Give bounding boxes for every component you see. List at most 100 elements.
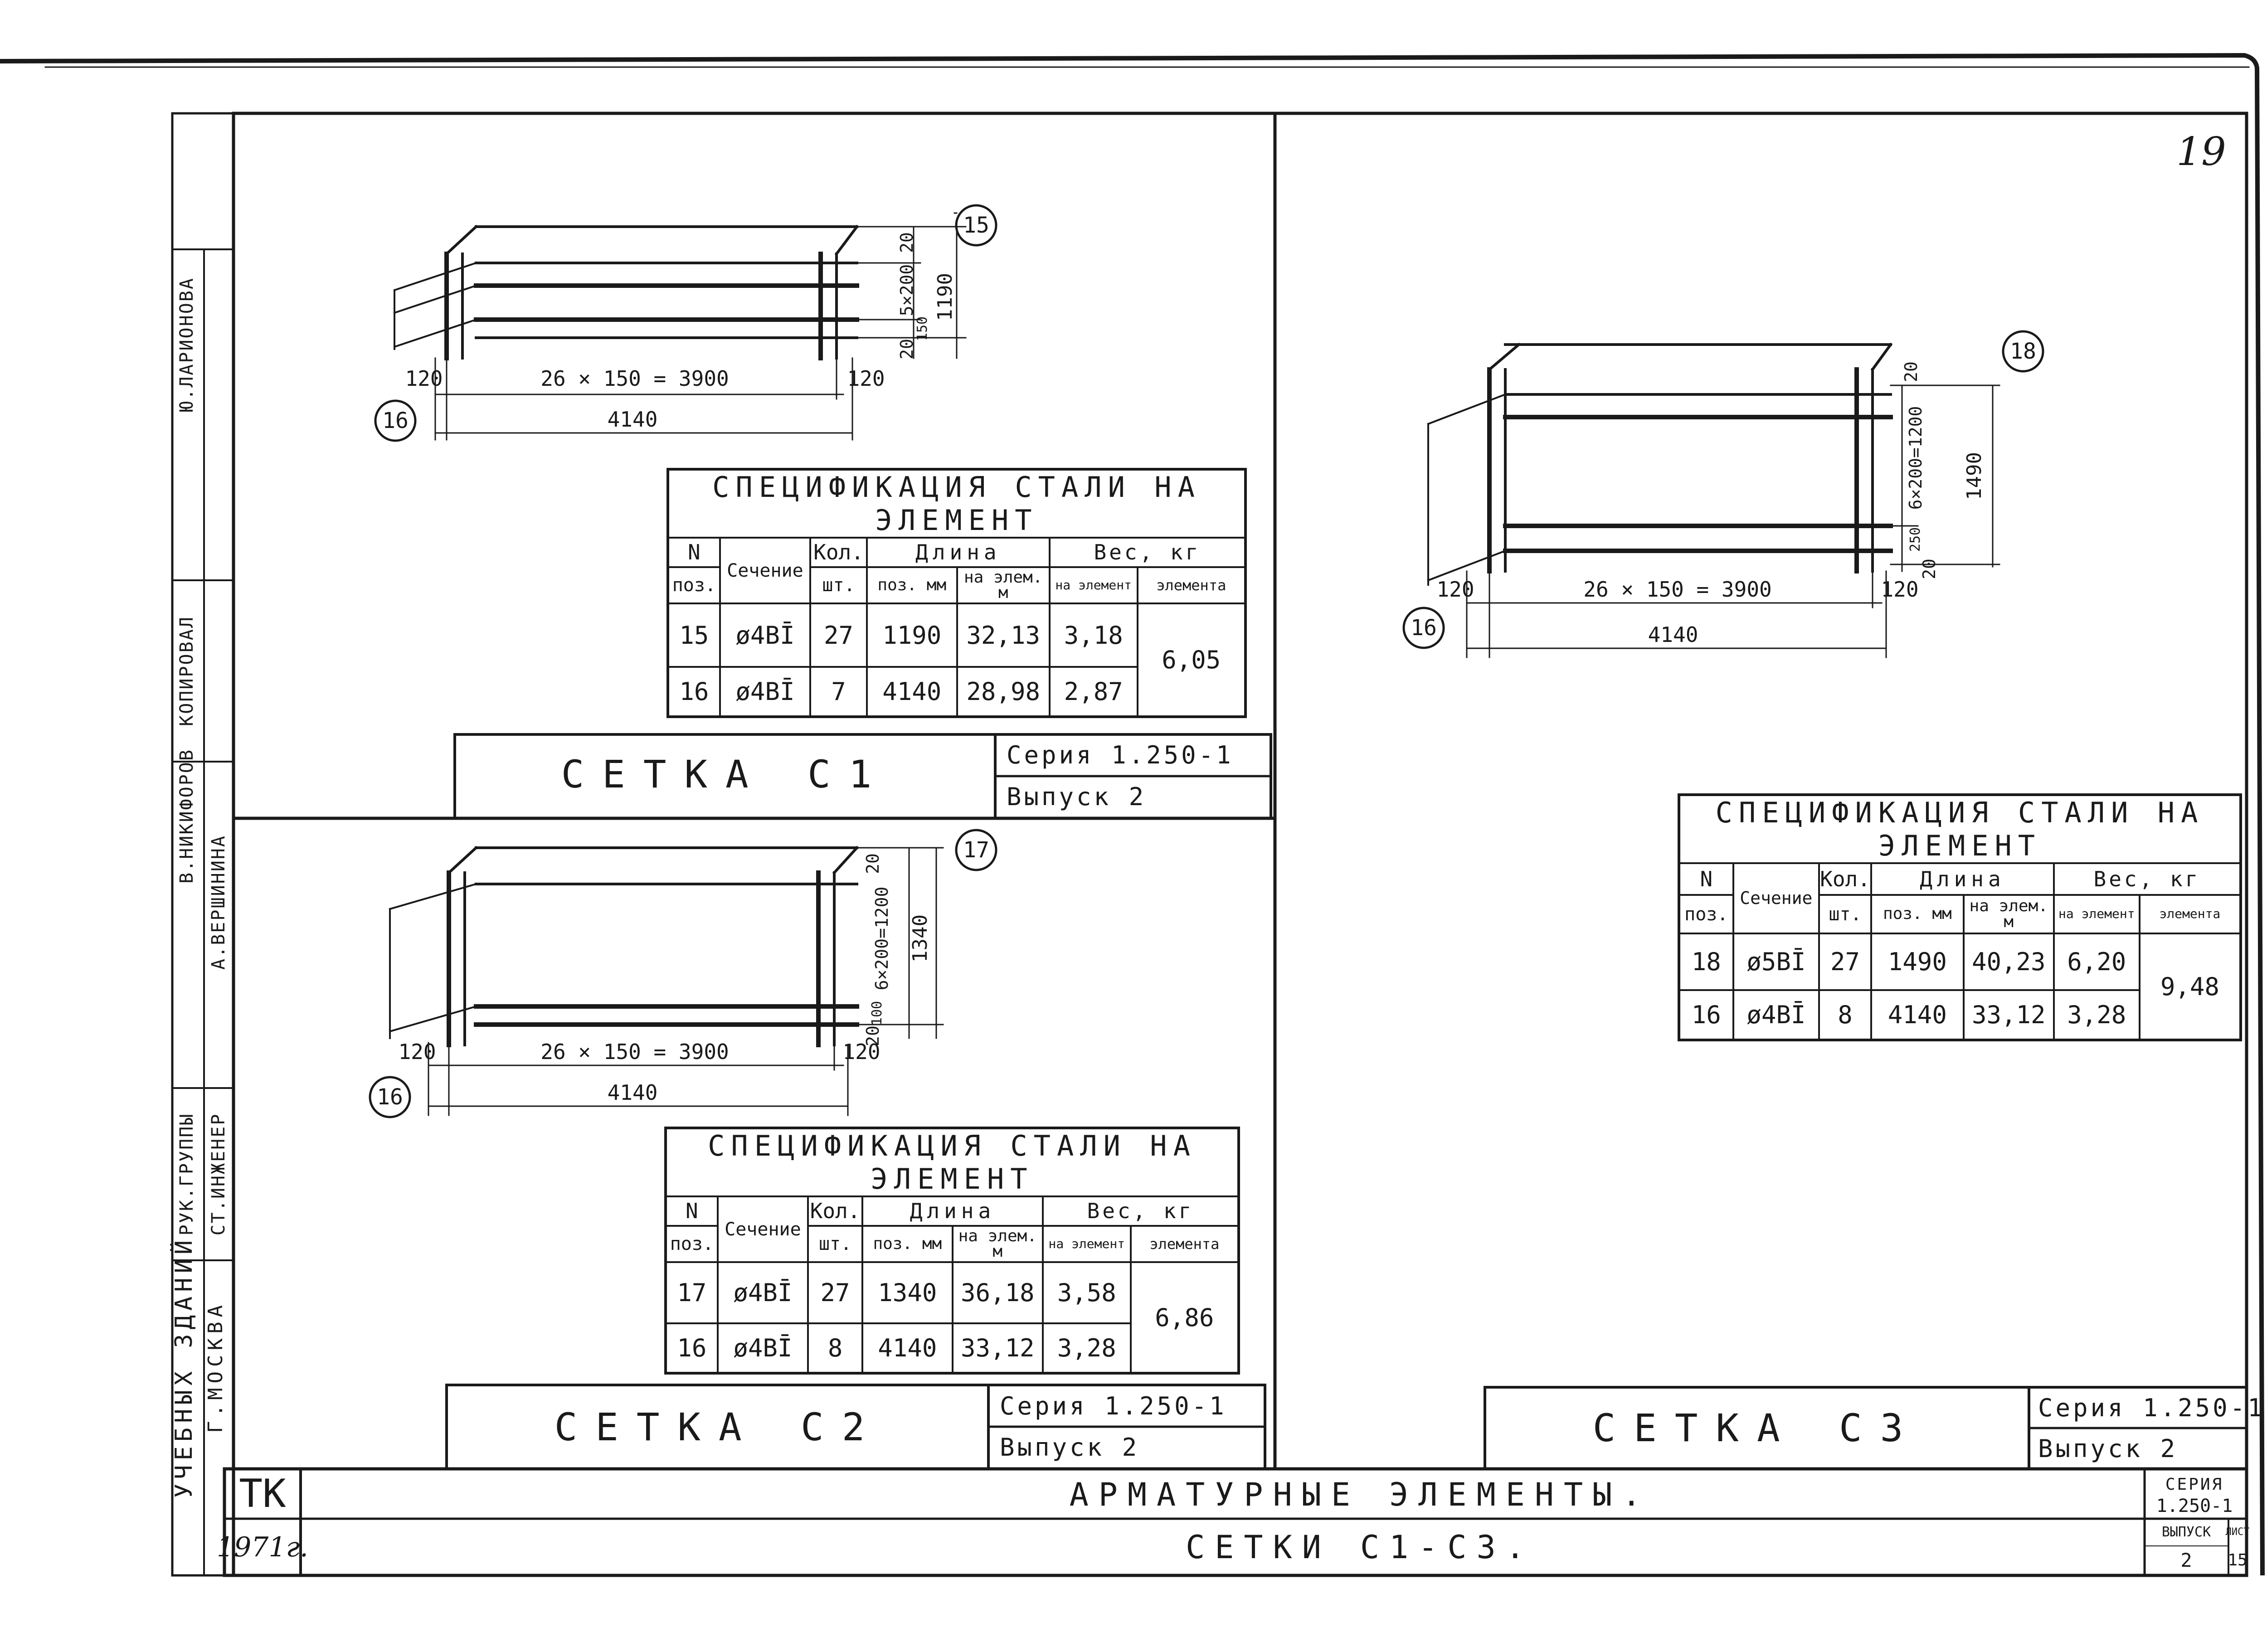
row-len-m: 40,23: [1962, 933, 2055, 991]
row-pos: 15: [667, 602, 721, 668]
page-number: 19: [2176, 129, 2226, 175]
row-qty: 27: [807, 1261, 864, 1324]
hdr-qty-unit: шт.: [809, 566, 868, 604]
row-section: ø4ВĪ: [716, 1261, 809, 1324]
row-weight-total: 6,05: [1136, 602, 1247, 718]
pos-17-circle: [955, 829, 997, 871]
row-weight-el: 3,28: [1041, 1322, 1132, 1374]
hdr-len-el: на элем. м: [1962, 894, 2055, 934]
row-len-mm: 1490: [1870, 933, 1965, 991]
row-section: ø5ВĪ: [1732, 933, 1820, 991]
row-weight-el: 3,58: [1041, 1261, 1132, 1324]
hdr-qty: Кол.: [807, 1195, 864, 1227]
c2-issue: Выпуск 2: [1000, 1433, 1140, 1462]
c3-series: Серия 1.250-1: [2038, 1394, 2265, 1422]
pos-15-circle: [955, 204, 997, 247]
row-qty: 27: [1818, 933, 1873, 991]
c2-dim-width: 1340: [909, 914, 932, 962]
c1-dim-overhang-left: 120: [405, 366, 443, 391]
c3-dim-length: 4140: [1648, 622, 1698, 647]
dims-c2: [428, 847, 944, 1116]
hdr-pos: поз.: [665, 1225, 719, 1263]
c3-pos-16-label: 16: [1411, 615, 1437, 641]
hdr-w-total: элемента: [1129, 1225, 1240, 1263]
c2-pos-17-label: 17: [963, 837, 989, 863]
title-block-frame: [223, 1467, 2248, 1577]
row-qty: 8: [1818, 989, 1873, 1041]
title-block-title-line1: АРМАТУРНЫЕ ЭЛЕМЕНТЫ.: [1069, 1476, 1651, 1513]
dims-c3: [1466, 384, 2000, 658]
hdr-w-el: на элемент: [1048, 566, 1138, 604]
row-len-m: 32,13: [956, 602, 1051, 668]
c2-title: СЕТКА С2: [554, 1405, 883, 1449]
row-len-mm: 4140: [861, 1322, 954, 1374]
c2-dim-top: 20: [863, 853, 883, 874]
hdr-len-pos: поз. мм: [866, 566, 958, 604]
row-section: ø4ВĪ: [716, 1322, 809, 1374]
hdr-len-el: на элем. м: [951, 1225, 1044, 1263]
hdr-length: Длина: [1870, 862, 2055, 896]
mesh-c2: [389, 845, 859, 1047]
c1-dim-top: 20: [897, 232, 917, 253]
spec-title: СПЕЦИФИКАЦИЯ СТАЛИ НА ЭЛЕМЕНТ: [667, 468, 1246, 539]
c2-dim-mid: 100: [869, 1001, 885, 1026]
row-pos: 18: [1678, 933, 1734, 991]
title-block-issue-label: ВЫПУСК: [2161, 1524, 2211, 1540]
mesh-c3: [1427, 342, 1893, 586]
hdr-section: Сечение: [716, 1195, 809, 1263]
hdr-pos: поз.: [1678, 894, 1734, 934]
c1-dim-pitch: 26 × 150 = 3900: [540, 366, 729, 391]
signature-role: СТ.ИНЖЕНЕР: [208, 1113, 229, 1236]
hdr-len-el: на элем. м: [956, 566, 1051, 604]
pos-16-circle: [1402, 607, 1445, 649]
c2-pos-16-label: 16: [377, 1084, 403, 1110]
title-block-sheet-label: ЛИСТ: [2225, 1526, 2250, 1538]
signature-name: В.НИКИФОРОВ: [176, 748, 197, 884]
row-section: ø4ВĪ: [719, 602, 812, 668]
c3-dim-overhang-left: 120: [1436, 577, 1474, 602]
c2-dim-bottom: 20: [863, 1025, 883, 1046]
title-block-sheet-value: 15: [2228, 1551, 2248, 1569]
hdr-qty-unit: шт.: [807, 1225, 864, 1263]
title-block-issue-value: 2: [2180, 1549, 2192, 1571]
row-qty: 8: [807, 1322, 864, 1374]
mesh-c1: [393, 224, 859, 360]
c3-spec-table: СПЕЦИФИКАЦИЯ СТАЛИ НА ЭЛЕМЕНТ N Сечение …: [1678, 793, 2242, 1041]
c2-series: Серия 1.250-1: [1000, 1392, 1227, 1420]
row-weight-el: 3,28: [2053, 989, 2141, 1041]
row-len-m: 36,18: [951, 1261, 1044, 1324]
c2-dim-overhang-right: 120: [842, 1040, 881, 1064]
c1-pos-16-label: 16: [382, 408, 409, 433]
c1-dim-bottom: 20: [897, 339, 917, 360]
dims-c1: [434, 212, 967, 441]
c2-dim-spacing: 6×200=1200: [872, 886, 892, 991]
row-len-mm: 4140: [1870, 989, 1965, 1041]
c2-spec-table: СПЕЦИФИКАЦИЯ СТАЛИ НА ЭЛЕМЕНТ N Сечение …: [664, 1127, 1240, 1375]
hdr-qty: Кол.: [1818, 862, 1873, 896]
c2-dim-overhang-left: 120: [398, 1040, 436, 1064]
row-weight-el: 2,87: [1048, 666, 1138, 718]
hdr-n: N: [665, 1195, 719, 1227]
row-weight-total: 9,48: [2138, 933, 2242, 1041]
hdr-qty-unit: шт.: [1818, 894, 1873, 934]
row-pos: 16: [1678, 989, 1734, 1041]
hdr-w-el: на элемент: [1041, 1225, 1132, 1263]
row-pos: 16: [667, 666, 721, 718]
c1-series: Серия 1.250-1: [1007, 741, 1234, 769]
c1-dim-length: 4140: [607, 407, 658, 432]
row-section: ø4ВĪ: [1732, 989, 1820, 1041]
c3-dim-width: 1490: [1963, 452, 1986, 500]
pos-16-circle: [374, 399, 417, 442]
signature-role: РУК.ГРУППЫ: [176, 1113, 197, 1236]
hdr-length: Длина: [866, 537, 1051, 568]
row-len-mm: 1340: [861, 1261, 954, 1324]
c3-dim-spacing: 6×200=1200: [1906, 406, 1926, 510]
hdr-section: Сечение: [719, 537, 812, 604]
pos-16-circle: [369, 1076, 411, 1118]
c3-title: СЕТКА С3: [1592, 1406, 1922, 1450]
hdr-qty: Кол.: [809, 537, 868, 568]
pos-18-circle: [2002, 330, 2044, 373]
c3-dim-overhang-right: 120: [1881, 577, 1919, 602]
